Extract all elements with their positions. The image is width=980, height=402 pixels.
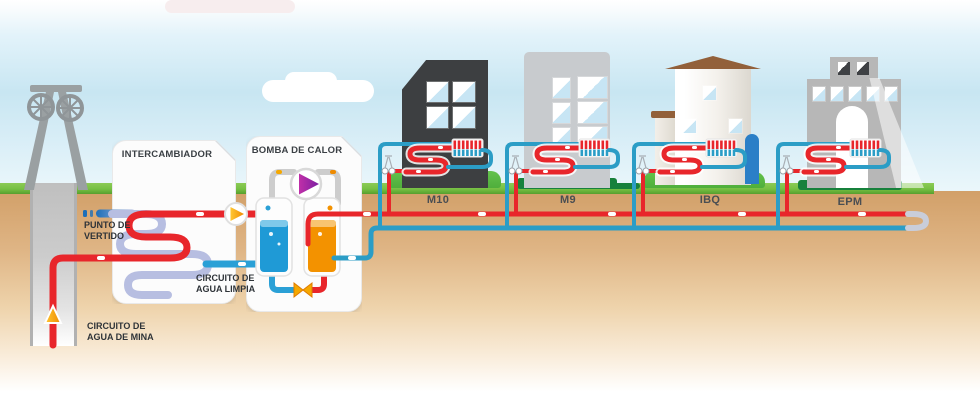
heat-pump-title: BOMBA DE CALOR [251, 145, 343, 156]
flow-arrow [196, 212, 204, 216]
heating-coil-icon [403, 145, 455, 175]
window [838, 62, 850, 75]
headframe-beam [30, 85, 82, 92]
ibq-silo-roof [651, 111, 682, 118]
punto-de-vertido-label: PUNTO DE VERTIDO [84, 220, 131, 241]
circuito-agua-mina-label: CIRCUITO DE AGUA DE MINA [87, 321, 154, 342]
flow-arrow [276, 170, 282, 174]
window [553, 128, 570, 146]
window [453, 107, 475, 128]
heating-coil-icon [530, 145, 582, 175]
window [453, 82, 475, 102]
building-m9 [524, 52, 610, 188]
valve-icon [381, 167, 389, 175]
pump-icon [224, 202, 248, 226]
window [427, 82, 448, 102]
window [813, 87, 825, 101]
window [578, 77, 607, 98]
building-m10-pipes [378, 138, 493, 230]
building-label-ibq: IBQ [699, 194, 721, 206]
building-epm-pipes [776, 138, 891, 230]
expansion-valve-icon [293, 281, 313, 299]
window [578, 102, 607, 123]
cold-return-main [331, 225, 913, 261]
radiator-icon [578, 138, 611, 158]
refrigerant-hot-pipe [307, 269, 327, 293]
valve-icon [779, 167, 787, 175]
building-label-epm: EPM [837, 196, 863, 208]
heating-coil-icon [657, 145, 709, 175]
valve-icon [515, 167, 523, 175]
building-label-m10: M10 [426, 194, 450, 206]
valve-icon [508, 167, 516, 175]
valve-icon [642, 167, 650, 175]
window [427, 107, 448, 128]
building-m9-pipes [505, 138, 620, 230]
exchanger-clean-serpentine [108, 210, 213, 299]
ibq-cone-roof [665, 56, 761, 69]
window [553, 78, 570, 98]
valve-icon [786, 167, 794, 175]
valve-icon [635, 167, 643, 175]
ibq-blue-pillar [745, 134, 759, 184]
window [553, 103, 570, 123]
window [849, 87, 861, 101]
flow-arrow [238, 262, 246, 266]
window [857, 62, 869, 75]
window [729, 119, 742, 133]
hot-supply-main [305, 211, 913, 247]
intercambiador-title: INTERCAMBIADOR [121, 149, 213, 160]
building-label-m9: M9 [560, 194, 576, 206]
window [885, 87, 897, 101]
radiator-icon [705, 138, 738, 158]
window [703, 86, 716, 100]
circuito-agua-limpia-label: CIRCUITO DE AGUA LIMPIA [196, 273, 256, 294]
evaporator-vessel [255, 197, 293, 277]
window [683, 119, 696, 133]
compressor-icon [289, 167, 323, 201]
arrow-up-icon [43, 303, 63, 324]
window [831, 87, 843, 101]
building-ibq-pipes [632, 138, 747, 230]
flow-arrow [97, 256, 105, 260]
radiator-icon [849, 138, 882, 158]
radiator-icon [451, 138, 484, 158]
refrigerant-cold-pipe [269, 269, 299, 293]
grass-strip [0, 183, 934, 194]
cloud-icon [285, 72, 337, 90]
valve-icon [388, 167, 396, 175]
cloud-icon [165, 0, 295, 13]
heating-coil-icon [801, 145, 853, 175]
flow-arrow [330, 170, 336, 174]
headframe-wheel-icon [27, 93, 84, 122]
flow-arrows-main [348, 212, 866, 260]
m9-base-step [610, 183, 640, 189]
main-u-connector [905, 211, 930, 231]
